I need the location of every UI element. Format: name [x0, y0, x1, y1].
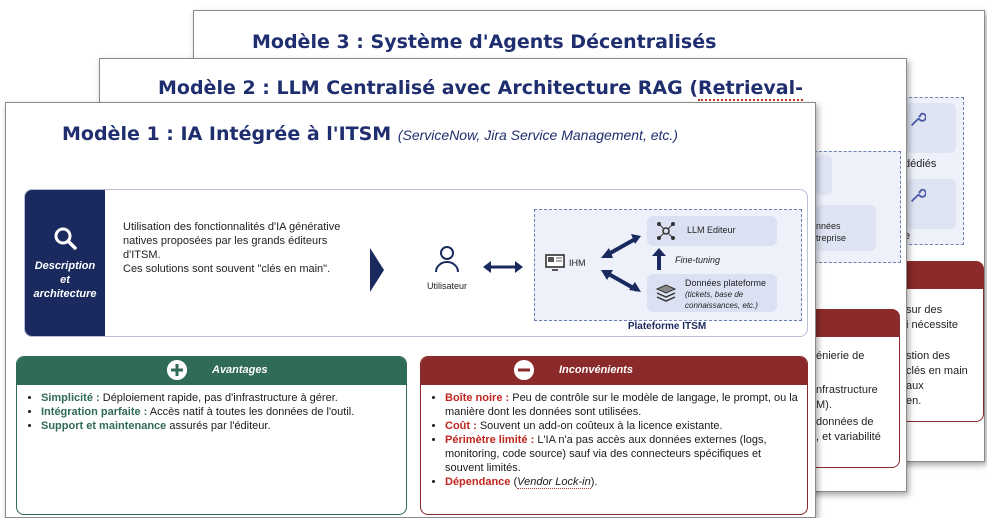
- slide-2-title: Modèle 2 : LLM Centralisé avec Architect…: [158, 77, 803, 101]
- ihm-label: IHM: [569, 258, 586, 268]
- llm-editor-box: LLM Editeur: [647, 216, 777, 246]
- slide-3-red-header: [894, 261, 984, 289]
- description-text: Utilisation des fonctionnalités d'IA gén…: [123, 220, 353, 276]
- slide-3-box-1: [906, 103, 956, 153]
- plus-icon: [167, 360, 187, 380]
- arrow-up-icon: [652, 248, 666, 270]
- slide-2-fragment-text: treprise: [816, 233, 847, 243]
- slide-3-fragment-text: sur des: [906, 304, 943, 316]
- slide-3-fragment-text: clés en main: [906, 365, 968, 377]
- description-label: Description et architecture: [34, 259, 97, 301]
- ihm-node: IHM: [545, 254, 586, 272]
- advantage-item-text: Déploiement rapide, pas d'infrastructure…: [99, 392, 338, 404]
- drawback-item: Coût : Souvent un add-on coûteux à la li…: [445, 419, 799, 433]
- slide-2-title-spell: Retrieval-: [698, 77, 803, 101]
- drawback-item-italic: Vendor Lock-in: [517, 476, 591, 489]
- user-node: Utilisateur: [417, 244, 477, 291]
- user-icon: [435, 246, 459, 273]
- slide-1-title-main: Modèle 1 : IA Intégrée à l'ITSM: [62, 123, 392, 145]
- drawback-item-key: Dépendance: [445, 476, 511, 488]
- slide-3-fragment-text: i nécessite: [906, 319, 958, 331]
- description-panel: Description et architecture Utilisation …: [24, 189, 808, 337]
- slide-model-1: Modèle 1 : IA Intégrée à l'ITSM (Service…: [5, 102, 816, 518]
- description-label-line: et: [60, 274, 70, 286]
- minus-icon: [514, 360, 534, 380]
- drawback-item-tail: ).: [590, 476, 598, 488]
- itsm-platform-box: IHM LLM Editeur: [534, 209, 802, 321]
- slide-3-box-2: [906, 179, 956, 229]
- advantage-item-key: Simplicité :: [41, 392, 100, 404]
- drawbacks-list: Boîte noire : Peu de contrôle sur le mod…: [421, 391, 807, 489]
- slide-1-title: Modèle 1 : IA Intégrée à l'ITSM (Service…: [62, 123, 678, 145]
- drawback-item-key: Boîte noire :: [445, 392, 510, 404]
- drawback-item-text: L'IA n'a pas accès aux données externes …: [445, 434, 767, 474]
- platform-data-box: Données plateforme (tickets, base de con…: [647, 274, 777, 312]
- drawback-item-key: Coût :: [445, 420, 477, 432]
- slide-1-subtitle: (ServiceNow, Jira Service Management, et…: [397, 127, 678, 143]
- advantage-item-text: assurés par l'éditeur.: [166, 420, 271, 432]
- slide-3-fragment-text: aux: [906, 380, 924, 392]
- slide-3-title: Modèle 3 : Système d'Agents Décentralisé…: [252, 31, 717, 53]
- drawbacks-header: Inconvénients: [421, 357, 807, 385]
- slide-2-fragment-text: nfrastructure: [816, 384, 878, 396]
- description-label-line: architecture: [33, 288, 97, 300]
- network-icon: [657, 222, 675, 240]
- advantage-item-key: Intégration parfaite :: [41, 406, 148, 418]
- drawback-item-key: Périmètre limité :: [445, 434, 535, 446]
- slide-2-fragment-text: énierie de: [816, 350, 865, 362]
- connection-arrows-icon: [601, 234, 641, 292]
- finetuning-label: Fine-tuning: [675, 255, 721, 265]
- advantage-item-key: Support et maintenance: [41, 420, 167, 432]
- drawback-item-text: Peu de contrôle sur le modèle de langage…: [445, 392, 798, 418]
- slide-2-fragment-text: M).: [816, 399, 832, 411]
- platform-label: Plateforme ITSM: [627, 321, 707, 332]
- slide-2-box-2: [816, 205, 876, 251]
- drawback-item-text: Souvent un add-on coûteux à la licence e…: [476, 420, 723, 432]
- platform-data-sub: (tickets, base de connaissances, etc.): [685, 290, 758, 310]
- double-arrow-icon: [483, 261, 523, 273]
- advantage-item-text: Accès natif à toutes les données de l'ou…: [147, 406, 355, 418]
- advantages-header: Avantages: [17, 357, 406, 385]
- description-text-line: Utilisation des fonctionnalités d'IA gén…: [123, 221, 341, 261]
- wrench-icon: [910, 112, 926, 127]
- advantages-list: Simplicité : Déploiement rapide, pas d'i…: [17, 391, 406, 433]
- drawbacks-title: Inconvénients: [559, 364, 633, 376]
- platform-data-label: Données plateforme: [685, 278, 767, 288]
- drawback-item: Dépendance (Vendor Lock-in).: [445, 475, 799, 489]
- slide-2-fragment-text: , et variabilité: [816, 431, 881, 443]
- drawback-item-text: (: [510, 476, 518, 488]
- advantage-item: Support et maintenance assurés par l'édi…: [41, 419, 398, 433]
- stack-icon: [655, 284, 677, 302]
- slide-2-red-header: [800, 309, 900, 337]
- advantages-panel: Avantages Simplicité : Déploiement rapid…: [16, 356, 407, 515]
- llm-editor-label: LLM Editeur: [687, 225, 736, 235]
- description-label-block: Description et architecture: [25, 190, 105, 336]
- slide-2-fragment-text: nnées: [816, 221, 841, 231]
- advantages-title: Avantages: [212, 364, 268, 376]
- chevron-right-icon: [370, 248, 384, 292]
- drawbacks-panel: Inconvénients Boîte noire : Peu de contr…: [420, 356, 808, 515]
- description-text-line: Ces solutions sont souvent "clés en main…: [123, 263, 331, 275]
- advantage-item: Simplicité : Déploiement rapide, pas d'i…: [41, 391, 398, 405]
- slide-2-box-1: [816, 155, 832, 195]
- wrench-icon: [910, 188, 926, 203]
- drawback-item: Périmètre limité : L'IA n'a pas accès au…: [445, 433, 799, 475]
- description-label-line: Description: [34, 260, 96, 272]
- screen-icon: [545, 254, 565, 271]
- slide-3-fragment-text: en.: [906, 395, 922, 407]
- slide-3-fragment-text: stion des: [906, 350, 951, 362]
- slide-3-fragment-text: e: [904, 230, 911, 242]
- drawback-item: Boîte noire : Peu de contrôle sur le mod…: [445, 391, 799, 419]
- slide-2-fragment-text: données de: [816, 416, 874, 428]
- slide-2-title-main: Modèle 2 : LLM Centralisé avec Architect…: [158, 77, 698, 99]
- platform-data-text: Données plateforme (tickets, base de con…: [685, 278, 777, 311]
- slide-3-fragment-text: dédiés: [904, 158, 937, 170]
- magnifier-icon: [54, 227, 77, 250]
- advantage-item: Intégration parfaite : Accès natif à tou…: [41, 405, 398, 419]
- user-label: Utilisateur: [426, 281, 467, 291]
